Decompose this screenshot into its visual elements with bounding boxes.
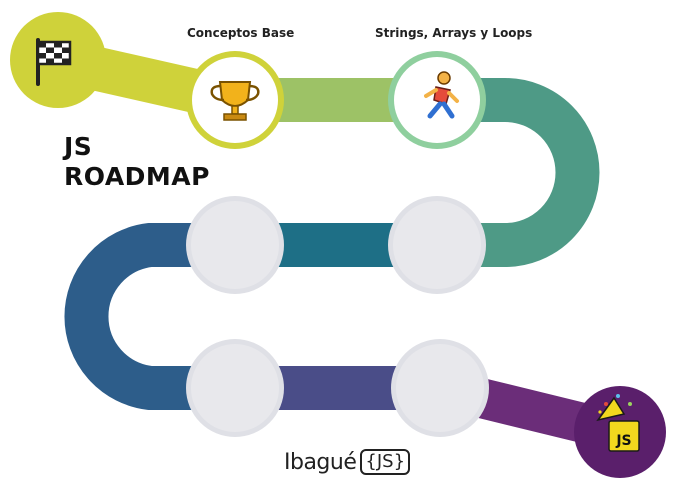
- checkered-flag-icon: [36, 38, 72, 86]
- step-node-4: [388, 196, 486, 294]
- svg-text:JS: JS: [615, 433, 631, 449]
- brand-word: Ibagué: [284, 449, 357, 475]
- title-line-1: JS: [64, 132, 93, 161]
- end-node: JS: [574, 386, 666, 478]
- js-party-icon: JS: [596, 394, 640, 452]
- brand-logo: Ibagué {JS}: [284, 449, 411, 475]
- title-line-2: ROADMAP: [64, 162, 210, 191]
- step-node-2: [388, 51, 486, 149]
- runner-icon: [424, 71, 459, 119]
- path-curve-right: [430, 78, 600, 267]
- step-node-1: [186, 51, 284, 149]
- brand-js-badge: {JS}: [360, 449, 411, 475]
- step-node-3: [186, 196, 284, 294]
- path-curve-left: [64, 223, 235, 410]
- trophy-icon: [210, 81, 260, 121]
- step-label-2: Strings, Arrays y Loops: [375, 26, 533, 40]
- roadmap-title: JS ROADMAP: [64, 132, 210, 192]
- step-label-1: Conceptos Base: [187, 26, 295, 40]
- step-node-5: [186, 339, 284, 437]
- step-node-6: [391, 339, 489, 437]
- start-node: [10, 12, 106, 108]
